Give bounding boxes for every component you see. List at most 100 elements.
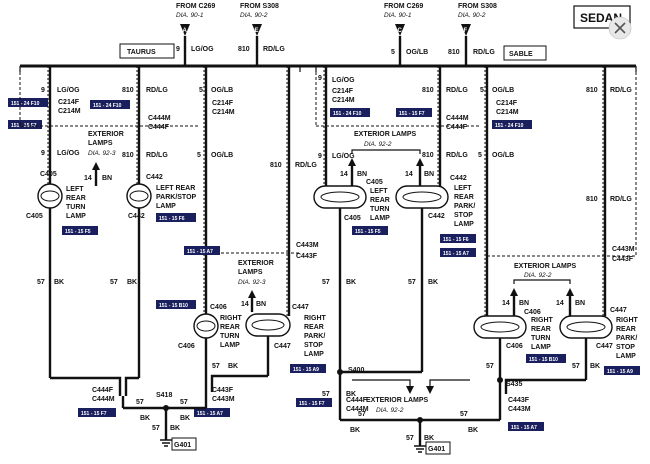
tag-a9-b[interactable]: [604, 366, 640, 375]
svg-text:RD/LG: RD/LG: [473, 49, 495, 56]
ground-icon: [160, 439, 172, 447]
svg-text:LEFT: LEFT: [454, 185, 472, 192]
tag-f7-c[interactable]: [396, 108, 432, 117]
svg-text:LAMP: LAMP: [531, 344, 551, 351]
svg-text:151 - 15 F7: 151 - 15 F7: [11, 123, 37, 129]
splice-s435: [497, 377, 503, 383]
svg-text:OG/LB: OG/LB: [406, 49, 428, 56]
tag-a7-d[interactable]: [508, 422, 544, 431]
svg-text:C442: C442: [450, 175, 467, 182]
svg-text:C443M: C443M: [508, 406, 531, 413]
svg-text:RD/LG: RD/LG: [146, 152, 168, 159]
source-f: FROM S308 DIA. 90-2 F 810 RD/LG: [448, 3, 497, 66]
svg-text:RD/LG: RD/LG: [610, 87, 632, 94]
svg-text:C214F: C214F: [332, 88, 354, 95]
svg-text:810: 810: [422, 87, 434, 94]
tag-f7-b[interactable]: [78, 408, 116, 417]
svg-text:151 - 15 A9: 151 - 15 A9: [607, 369, 633, 375]
svg-text:LG/OG: LG/OG: [332, 77, 355, 84]
source-c: FROM C269 DIA. 90-1 C 5 OG/LB: [384, 3, 428, 66]
tag-f10-d[interactable]: [492, 120, 532, 129]
svg-text:LEFT REAR: LEFT REAR: [156, 185, 195, 192]
svg-text:14: 14: [405, 171, 413, 178]
svg-text:REAR: REAR: [616, 326, 636, 333]
svg-text:C444M: C444M: [92, 396, 115, 403]
svg-text:RIGHT: RIGHT: [220, 315, 243, 322]
tag-f5-b[interactable]: [352, 226, 388, 235]
svg-text:LAMP: LAMP: [156, 203, 176, 210]
svg-text:C444F: C444F: [446, 124, 468, 131]
tag-f10[interactable]: [8, 98, 48, 107]
tag-f5[interactable]: [62, 226, 98, 235]
svg-text:TURN: TURN: [220, 333, 239, 340]
svg-text:C443F: C443F: [508, 397, 530, 404]
svg-text:C406: C406: [506, 343, 523, 350]
left-rear-park-stop-lamp-sable: [395, 185, 449, 209]
svg-text:DIA. 92-3: DIA. 92-3: [88, 150, 116, 157]
svg-text:810: 810: [122, 87, 134, 94]
svg-text:C214M: C214M: [496, 109, 519, 116]
tag-f10-b[interactable]: [90, 100, 130, 109]
svg-text:BK: BK: [127, 279, 137, 286]
svg-text:TURN: TURN: [531, 335, 550, 342]
svg-text:C443F: C443F: [296, 253, 318, 260]
svg-text:FROM S308: FROM S308: [458, 3, 497, 10]
svg-text:C406: C406: [210, 304, 227, 311]
svg-text:DIA. 92-2: DIA. 92-2: [524, 272, 552, 279]
svg-text:TURN: TURN: [370, 206, 389, 213]
tag-f10-c[interactable]: [330, 108, 370, 117]
svg-text:LAMP: LAMP: [616, 353, 636, 360]
svg-text:DIA. 90-2: DIA. 90-2: [458, 12, 486, 19]
tag-a7[interactable]: [184, 246, 220, 255]
svg-text:151 - 15 F7: 151 - 15 F7: [399, 111, 425, 117]
svg-text:LAMP: LAMP: [66, 213, 86, 220]
svg-text:57: 57: [37, 279, 45, 286]
tag-b10[interactable]: [156, 300, 196, 309]
svg-text:C447: C447: [610, 307, 627, 314]
svg-text:5: 5: [478, 152, 482, 159]
tag-b10-b[interactable]: [526, 354, 566, 363]
left-rear-turn-lamp-taurus: [37, 183, 63, 209]
svg-text:C442: C442: [128, 213, 145, 220]
left-rear-park-stop-lamp-taurus: [126, 183, 152, 209]
tag-f6-b[interactable]: [440, 234, 476, 243]
svg-text:C442: C442: [428, 213, 445, 220]
svg-text:C443F: C443F: [612, 256, 634, 263]
svg-text:151 - 15 A7: 151 - 15 A7: [187, 249, 213, 255]
svg-text:LAMP: LAMP: [304, 351, 324, 358]
svg-text:PARK/: PARK/: [454, 203, 475, 210]
svg-text:BN: BN: [102, 175, 112, 182]
svg-text:REAR: REAR: [454, 194, 474, 201]
svg-text:DIA. 90-1: DIA. 90-1: [176, 12, 204, 19]
svg-text:DIA. 92-3: DIA. 92-3: [238, 279, 266, 286]
tag-a9[interactable]: [290, 364, 326, 373]
svg-text:151 - 15 F5: 151 - 15 F5: [355, 229, 381, 235]
close-icon[interactable]: [608, 16, 632, 40]
svg-text:BK: BK: [170, 425, 180, 432]
tag-f7-d[interactable]: [296, 398, 332, 407]
svg-text:LAMPS: LAMPS: [88, 140, 113, 147]
svg-text:RD/LG: RD/LG: [263, 46, 285, 53]
svg-text:LG/OG: LG/OG: [57, 150, 80, 157]
connector-letter-f: F: [464, 28, 468, 34]
svg-text:151 - 24 F10: 151 - 24 F10: [11, 101, 40, 107]
svg-text:9: 9: [318, 153, 322, 160]
svg-text:BN: BN: [357, 171, 367, 178]
svg-text:C444M: C444M: [148, 115, 171, 122]
svg-text:57: 57: [408, 279, 416, 286]
svg-text:151 - 24 F10: 151 - 24 F10: [333, 111, 362, 117]
svg-text:RD/LG: RD/LG: [146, 87, 168, 94]
tag-f7[interactable]: [8, 120, 42, 129]
svg-text:RD/LG: RD/LG: [295, 162, 317, 169]
svg-text:EXTERIOR LAMPS: EXTERIOR LAMPS: [514, 263, 577, 270]
svg-text:151 - 15 F7: 151 - 15 F7: [81, 411, 107, 417]
tag-a7-c[interactable]: [440, 248, 476, 257]
svg-text:BK: BK: [346, 279, 356, 286]
svg-text:EXTERIOR LAMPS: EXTERIOR LAMPS: [354, 131, 417, 138]
source-e: FROM S308 DIA. 90-2 E 810 RD/LG: [238, 3, 285, 66]
tag-f6[interactable]: [156, 213, 196, 222]
tag-a7-b[interactable]: [194, 408, 230, 417]
svg-text:151 - 24 F10: 151 - 24 F10: [495, 123, 524, 129]
right-rear-turn-lamp-taurus: [193, 313, 219, 339]
svg-text:57: 57: [460, 411, 468, 418]
